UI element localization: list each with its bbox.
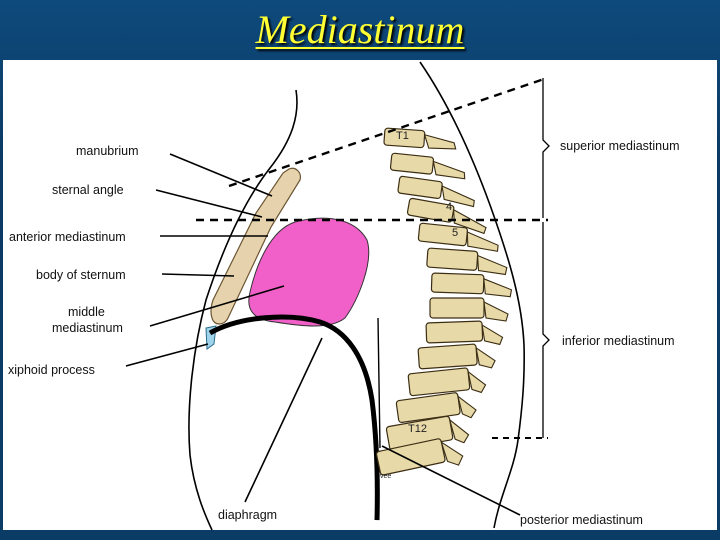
vertebra-label-t12: T12 xyxy=(408,423,427,435)
diaphragm-curve xyxy=(208,314,380,521)
vertebra-label-t1: T1 xyxy=(396,130,409,142)
posterior-mediastinum-leader xyxy=(381,445,521,516)
body-of-sternum-leader xyxy=(161,273,235,277)
leader-lines xyxy=(125,153,521,516)
label-superior-mediastinum: superior mediastinum xyxy=(560,139,680,153)
sternum-shape xyxy=(210,167,301,325)
label-middle-line2: mediastinum xyxy=(52,321,123,335)
label-body-of-sternum: body of sternum xyxy=(36,268,126,282)
slide-title: Mediastinum xyxy=(255,7,465,52)
middle-mediastinum-region xyxy=(248,217,370,327)
label-anterior-mediastinum: anterior mediastinum xyxy=(9,230,126,244)
superior-mediastinum-brace xyxy=(542,78,550,218)
posterior-body-outline xyxy=(419,61,525,529)
inferior-mediastinum-brace xyxy=(542,222,550,438)
label-manubrium: manubrium xyxy=(76,144,139,158)
label-inferior-mediastinum: inferior mediastinum xyxy=(562,334,675,348)
label-sternal-angle: sternal angle xyxy=(52,183,124,197)
label-diaphragm: diaphragm xyxy=(218,508,277,522)
posterior-boundary-line xyxy=(377,317,381,449)
small-mark: vee xyxy=(380,473,391,480)
vertebra-label-5: 5 xyxy=(452,227,458,239)
diagram-panel xyxy=(3,60,717,530)
label-middle-line1: middle xyxy=(68,305,105,319)
manubrium-leader xyxy=(169,153,273,197)
vertebra-label-4: 4 xyxy=(446,201,452,213)
middle-mediastinum-leader xyxy=(149,285,285,327)
vertebral-column xyxy=(375,127,513,476)
xiphoid-process-leader xyxy=(125,343,209,367)
sternal-angle-leader xyxy=(155,189,263,218)
diaphragm-leader xyxy=(244,337,323,503)
anterior-body-outline xyxy=(188,89,298,531)
label-posterior-mediastinum: posterior mediastinum xyxy=(520,513,643,527)
label-xiphoid-process: xiphoid process xyxy=(8,363,95,377)
